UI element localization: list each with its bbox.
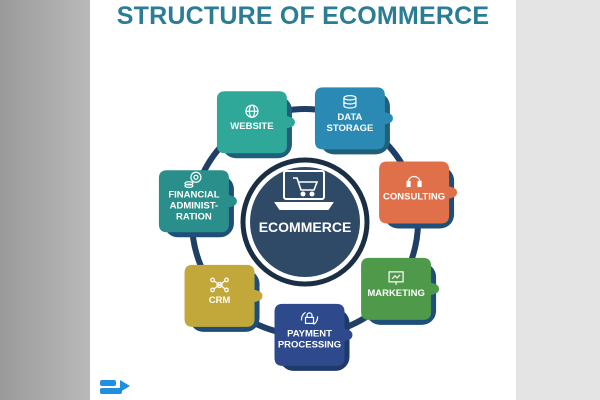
- globe-icon: [245, 104, 259, 118]
- laptop-cart-icon: [274, 170, 334, 210]
- segment-tile: [274, 303, 351, 366]
- segment-label: MARKETING: [367, 288, 425, 299]
- puzzle-knob: [447, 187, 458, 198]
- segment-tile: [314, 87, 391, 150]
- puzzle-knob: [284, 117, 295, 128]
- database-icon: [343, 95, 357, 109]
- segment-label: PROCESSING: [278, 339, 341, 350]
- segment-tile: [379, 161, 456, 224]
- puzzle-knob: [342, 329, 353, 340]
- segment-label: FINANCIAL: [168, 189, 219, 200]
- segment-crm: CRM: [184, 264, 263, 332]
- segment-tile: [361, 257, 438, 320]
- puzzle-knob: [429, 283, 440, 294]
- segment-label: WEBSITE: [230, 121, 273, 132]
- segment-label: CONSULTING: [383, 191, 445, 202]
- network-icon: [210, 277, 229, 293]
- segment-label: RATION: [176, 211, 212, 222]
- page-title: STRUCTURE OF ECOMMERCE: [116, 2, 490, 30]
- payment-lock-icon: [300, 311, 319, 325]
- puzzle-knob: [382, 113, 393, 124]
- segment-marketing: MARKETING: [361, 257, 440, 325]
- right-background-panel: [516, 0, 600, 400]
- puzzle-knob: [226, 196, 237, 207]
- segment-tile: [216, 91, 293, 154]
- segment-consulting: CONSULTING: [379, 161, 458, 229]
- center-hub: ECOMMERCE: [240, 157, 370, 287]
- presentation-board-icon: [388, 271, 404, 285]
- segment-label: DATA: [337, 112, 362, 123]
- center-hub-fill: [250, 167, 360, 277]
- segment-tile: [184, 264, 261, 327]
- coins-gear-icon: [184, 171, 202, 188]
- headset-icon: [406, 175, 422, 188]
- segment-tile: [158, 170, 235, 233]
- brand-logo-icon: [100, 380, 130, 394]
- segment-website: WEBSITE: [216, 91, 295, 159]
- puzzle-knob: [252, 290, 263, 301]
- segment-label: ADMINIST-: [170, 200, 219, 211]
- segment-label: STORAGE: [327, 123, 374, 134]
- segment-label: CRM: [209, 295, 231, 306]
- left-background-panel: [0, 0, 90, 400]
- center-label: ECOMMERCE: [259, 219, 352, 235]
- segment-label: PAYMENT: [287, 328, 332, 339]
